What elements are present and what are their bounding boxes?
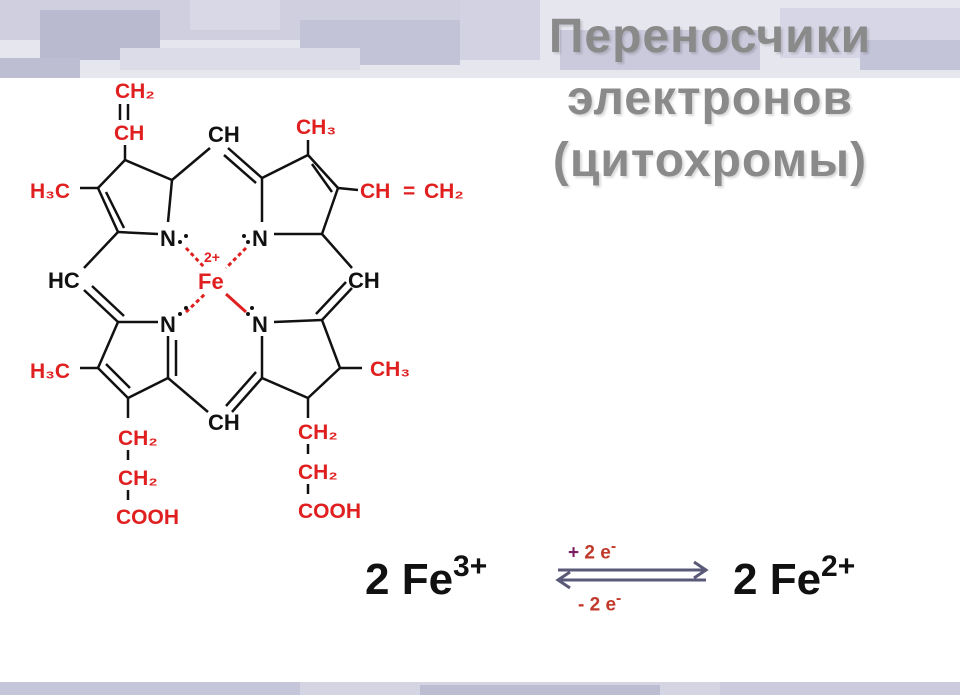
forward-arrow-head bbox=[693, 560, 709, 580]
forward-label: + 2 e- bbox=[568, 538, 616, 564]
methyl-right-bottom: CH₃ bbox=[370, 358, 410, 381]
chain-right-ch2-2: CH₂ bbox=[298, 461, 338, 484]
forward-label-sup: - bbox=[610, 538, 617, 555]
coordination-bonds bbox=[184, 246, 248, 314]
reverse-label-sup: - bbox=[616, 590, 622, 607]
bridge-bottom: CH bbox=[208, 410, 240, 435]
nitrogen-4: N bbox=[252, 312, 268, 337]
vinyl-right-ch2: CH₂ bbox=[424, 180, 464, 203]
reverse-label: - 2 e- bbox=[578, 590, 621, 616]
vinyl-top-ch: CH bbox=[114, 122, 144, 145]
lone-pairs bbox=[178, 234, 254, 316]
bridge-right: CH bbox=[348, 268, 380, 293]
iron-atom: Fe bbox=[198, 269, 224, 294]
bridge-left: HC bbox=[48, 268, 80, 293]
chain-right-ch2-1: CH₂ bbox=[298, 421, 338, 444]
reverse-arrow-head bbox=[555, 570, 571, 590]
reverse-label-text: - 2 e bbox=[578, 594, 617, 616]
methyl-left-bottom: H₃C bbox=[30, 360, 70, 383]
methyl-right-top: CH₃ bbox=[296, 116, 336, 139]
equation-left-charge: 3+ bbox=[453, 550, 488, 583]
chain-left-ch2-2: CH₂ bbox=[118, 467, 158, 490]
forward-label-text: 2 e bbox=[579, 542, 611, 564]
bridge-top: CH bbox=[208, 122, 240, 147]
forward-label-sign: + bbox=[568, 542, 580, 564]
header-banner bbox=[0, 0, 960, 78]
footer-decoration bbox=[0, 682, 960, 695]
nitrogen-atoms: N N N N bbox=[160, 226, 268, 337]
substituents: CH₂ CH H₃C CH₃ CH = CH₂ H₃C CH₃ CH₂ CH₂ … bbox=[30, 80, 464, 529]
equation-left: 2 Fe3+ bbox=[365, 552, 487, 605]
banner-decoration bbox=[0, 0, 960, 78]
nitrogen-1: N bbox=[160, 226, 176, 251]
methyl-left-top: H₃C bbox=[30, 180, 70, 203]
title-line-3: (цитохромы) bbox=[552, 134, 868, 187]
vinyl-right-double: = bbox=[403, 180, 415, 203]
equation-right-charge: 2+ bbox=[821, 550, 856, 583]
chain-left-ch2-1: CH₂ bbox=[118, 427, 158, 450]
footer-strip bbox=[0, 682, 960, 695]
chain-right-cooh: COOH bbox=[298, 500, 361, 523]
methine-bridges: CH HC CH CH bbox=[48, 122, 380, 435]
nitrogen-3: N bbox=[160, 312, 176, 337]
heme-structure: N N N N Fe 2+ CH HC CH CH CH₂ CH H₃C CH₃… bbox=[30, 80, 464, 529]
slide-title: Переносчики электронов (цитохромы) bbox=[490, 6, 930, 192]
equation-right-text: 2 Fe bbox=[733, 555, 822, 604]
equation-right: 2 Fe2+ bbox=[733, 552, 855, 605]
bond-lines bbox=[80, 104, 362, 500]
vinyl-top-ch2: CH₂ bbox=[115, 80, 155, 103]
equilibrium-arrows bbox=[555, 560, 709, 590]
vinyl-right-ch: CH bbox=[360, 180, 390, 203]
title-line-1: Переносчики bbox=[548, 10, 872, 63]
title-line-2: электронов bbox=[567, 72, 853, 125]
nitrogen-2: N bbox=[252, 226, 268, 251]
coordination-bond-solid bbox=[224, 292, 248, 314]
equation-left-text: 2 Fe bbox=[365, 555, 454, 604]
iron-charge: 2+ bbox=[204, 249, 220, 265]
chain-left-cooh: COOH bbox=[116, 506, 179, 529]
